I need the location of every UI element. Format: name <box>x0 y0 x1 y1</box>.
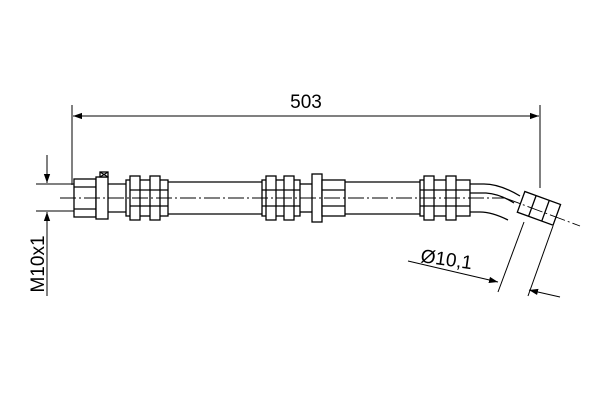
length-label: 503 <box>290 92 322 113</box>
length-dimension: 503 <box>71 92 541 188</box>
thread-dimension: M10x1 <box>28 155 78 296</box>
diameter-label: Ø10,1 <box>419 246 473 274</box>
diameter-arrow-right <box>528 288 561 298</box>
diameter-arrow-left <box>407 260 499 284</box>
hose-body <box>108 181 420 215</box>
diameter-dimension: Ø10,1 <box>407 221 561 298</box>
left-fitting <box>73 171 109 220</box>
bent-tube <box>470 183 521 221</box>
thread-label: M10x1 <box>28 235 49 292</box>
center-line-angled <box>504 197 581 227</box>
right-fitting <box>516 190 562 227</box>
diameter-extension-left <box>497 221 525 293</box>
diameter-extension-right <box>527 225 554 297</box>
